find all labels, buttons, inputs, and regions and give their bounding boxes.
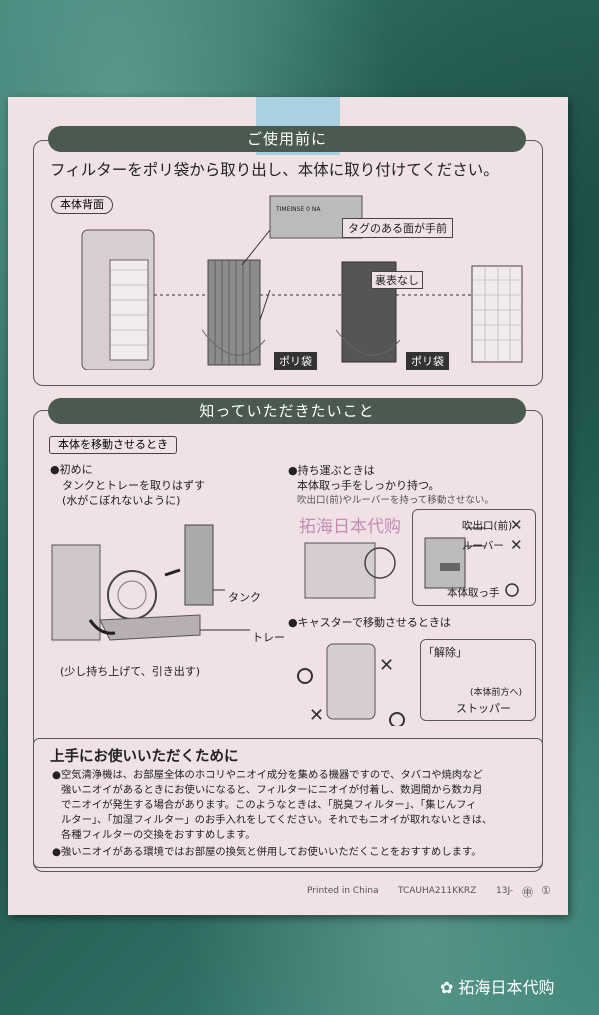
bag-label-2: ポリ袋 [406, 352, 449, 370]
first-heading: ●初めに [50, 463, 93, 476]
svg-text:✕: ✕ [309, 705, 324, 726]
section-before-use-title: ご使用前に [48, 126, 526, 152]
pre-filter-drawing [471, 265, 523, 363]
circle-1: ① [541, 884, 551, 897]
watermark: 拓海日本代购 [299, 517, 401, 537]
carry-line-2: 吹出口(前)やルーバーを持って移動させない。 [297, 495, 494, 506]
tank-tray-drawing [51, 524, 250, 641]
filter-label-text: TIMEINSE 0 NA [276, 206, 321, 213]
tips-p1-line3: でニオイが発生する場合があります。このようなときは、「脱臭フィルター」、「集じん… [61, 799, 477, 811]
tips-p1-line5: 各種フィルターの交換をおすすめします。 [61, 829, 256, 841]
tips-p1-line4: ルター」、「加湿フィルター」のお手入れをしてください。それでもニオイが取れないと… [61, 814, 493, 826]
outlet-label: 吹出口(前) [462, 520, 513, 532]
dust-filter-drawing [335, 261, 401, 363]
release-box [420, 639, 536, 721]
badge-text: 拓海日本代购 [458, 978, 555, 997]
wechat-icon: ✿ [440, 978, 454, 997]
svg-text:✕: ✕ [379, 655, 394, 676]
carry-line-1: 本体取っ手をしっかり持つ。 [297, 479, 440, 492]
section-good-to-know-title: 知っていただきたいこと [48, 398, 526, 424]
bag-label-1: ポリ袋 [274, 352, 317, 370]
circle-n: ㊥ [522, 886, 533, 899]
tips-box [33, 738, 543, 868]
tank-label: タンク [228, 591, 261, 604]
caster-drawing: ✕ ✕ [297, 643, 405, 726]
wechat-badge: ✿ 拓海日本代购 [440, 974, 555, 998]
carry-detail-box [412, 509, 536, 606]
tips-p1-line1: ●空気清浄機は、お部屋全体のホコリやニオイ成分を集める機器ですので、タバコや焼肉… [52, 769, 483, 781]
handle-label: 本体取っ手 [447, 587, 500, 599]
printed-in: Printed in China [307, 886, 379, 896]
tips-p1-line2: 強いニオイがあるときにお使いになると、フィルターにニオイが付着し、数週間から数カ… [61, 784, 483, 796]
move-label: 本体を移動させるとき [49, 436, 177, 454]
tips-title: 上手にお使いいただくために [50, 749, 239, 765]
caster-heading: ●キャスターで移動させるときは [288, 616, 451, 629]
instruction-text: フィルターをポリ袋から取り出し、本体に取り付けてください。 [50, 161, 499, 179]
model-code: TCAUHA211KKRZ [398, 886, 477, 896]
print-number: 13J- [496, 886, 514, 896]
no-front-back-label: 裏表なし [371, 271, 423, 289]
release-label: 「解除」 [423, 646, 467, 659]
stopper-label: ストッパー [456, 702, 511, 715]
lift-pull-note: (少し持ち上げて、引き出す) [60, 665, 201, 678]
front-side-label: (本体前方へ) [470, 688, 523, 698]
svg-text:✕: ✕ [510, 516, 523, 534]
tips-p2: ●強いニオイがある環境ではお部屋の換気と併用してお使いいただくことをおすすめしま… [52, 846, 482, 858]
back-label: 本体背面 [51, 196, 113, 214]
tag-side-label: タグのある面が手前 [342, 218, 453, 238]
svg-text:✕: ✕ [510, 536, 523, 554]
purifier-unit-drawing [81, 229, 155, 370]
tray-label: トレー [252, 631, 285, 644]
carry-heading: ●持ち運ぶときは [288, 464, 375, 477]
first-line-1: タンクとトレーを取りはずす [62, 479, 205, 492]
carry-drawing: ✕ ✕ [304, 516, 523, 599]
louver-label: ルーバー [462, 540, 504, 552]
deodorizing-filter-drawing [201, 259, 271, 366]
first-line-2: (水がこぼれないように) [62, 494, 181, 507]
filter-diagram [81, 195, 523, 370]
